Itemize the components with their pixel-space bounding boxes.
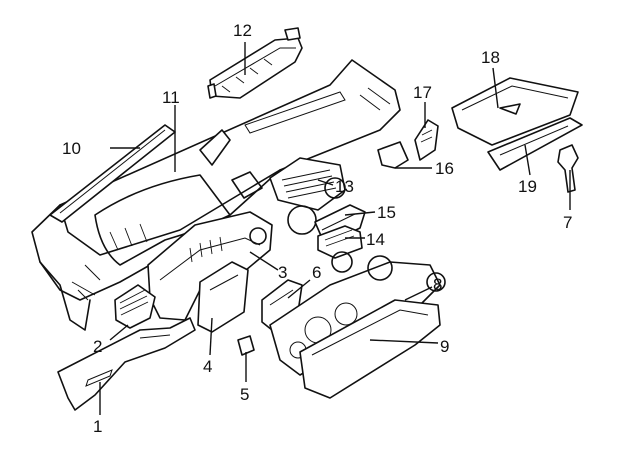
callout-19: 19: [518, 177, 537, 196]
callout-11: 11: [162, 88, 180, 107]
callout-15: 15: [377, 203, 396, 222]
callout-2: 2: [93, 337, 102, 356]
instrument-cluster: [299, 299, 441, 399]
small-knob: [237, 335, 255, 356]
lower-trim-panel: [57, 317, 196, 411]
callout-16: 16: [435, 159, 454, 178]
glove-box-latch: [557, 144, 579, 193]
callout-14: 14: [366, 230, 385, 249]
callout-1: 1: [93, 417, 102, 436]
leader-lines: [99, 42, 571, 415]
callout-4: 4: [203, 357, 212, 376]
side-cover: [414, 119, 439, 161]
callout-3: 3: [278, 263, 287, 282]
center-panel: [197, 261, 249, 333]
callout-labels: 1 2 3 4 5 6 7 8 9 10 11 12 13 14 15 16 1…: [62, 21, 572, 436]
callout-7: 7: [563, 213, 572, 232]
callout-6: 6: [312, 263, 321, 282]
side-vent: [114, 284, 156, 329]
center-vent: [231, 157, 346, 235]
callout-9: 9: [440, 337, 449, 356]
callout-18: 18: [481, 48, 500, 67]
side-bracket: [377, 141, 409, 169]
glove-box: [451, 77, 579, 146]
callout-13: 13: [335, 177, 354, 196]
callout-17: 17: [413, 83, 432, 102]
callout-10: 10: [62, 139, 81, 158]
upper-bracket: [207, 27, 303, 99]
callout-8: 8: [433, 275, 442, 294]
switch-module: [314, 204, 366, 273]
callout-12: 12: [233, 21, 252, 40]
callout-5: 5: [240, 385, 249, 404]
glove-box-lid: [487, 117, 583, 171]
